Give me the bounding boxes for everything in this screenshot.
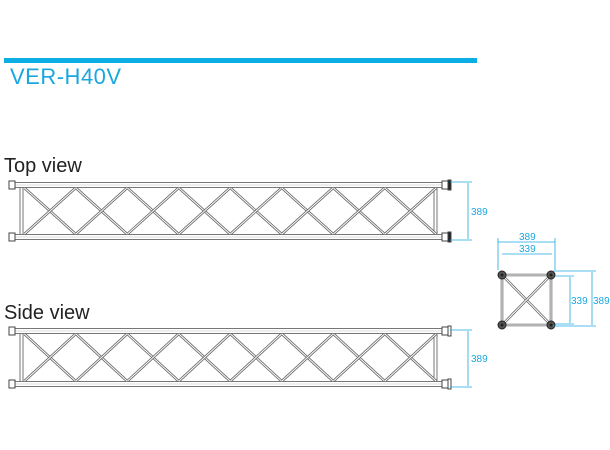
top-view-dimension: 389: [471, 207, 488, 218]
section-height-outer: 389: [593, 296, 610, 307]
cross-section: [497, 270, 556, 330]
top-view-label: Top view: [4, 155, 82, 177]
dimension-lines: [450, 181, 596, 388]
section-width-inner: 339: [519, 244, 536, 255]
header-accent-bar: [4, 58, 477, 63]
side-view-truss: [8, 325, 452, 390]
top-view-truss: [8, 179, 452, 243]
section-height-inner: 339: [571, 296, 588, 307]
side-view-label: Side view: [4, 302, 90, 324]
side-view-dimension: 389: [471, 354, 488, 365]
product-title: VER-H40V: [10, 64, 122, 89]
section-width-outer: 389: [519, 232, 536, 243]
